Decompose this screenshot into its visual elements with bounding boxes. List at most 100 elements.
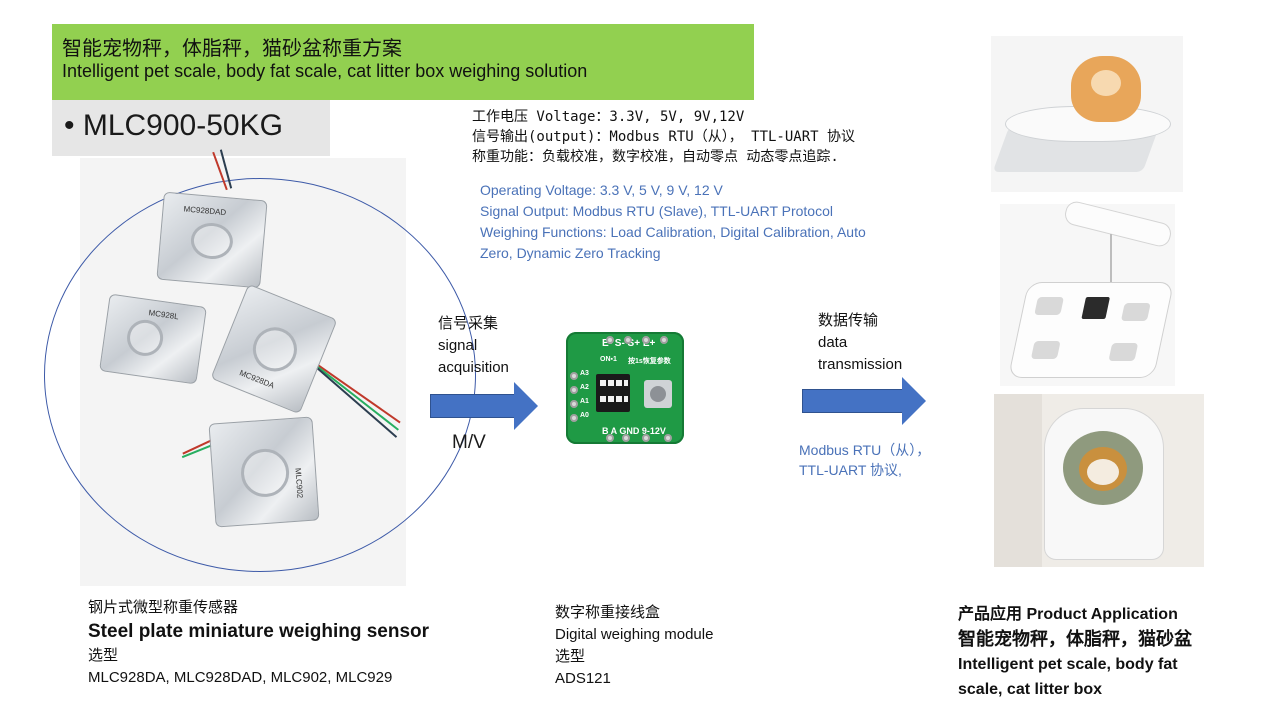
spec-function-en-cont: Zero, Dynamic Zero Tracking (480, 245, 661, 261)
body-fat-electrode (1120, 303, 1151, 321)
pcb-pad (624, 336, 632, 344)
title-banner: 智能宠物秤，体脂秤，猫砂盆称重方案 Intelligent pet scale,… (52, 24, 754, 100)
transmission-cn: 数据传输 (818, 312, 879, 329)
pcb-on-label: ON▪1 (600, 356, 617, 363)
body-fat-electrode (1034, 297, 1065, 315)
body-fat-electrode (1030, 341, 1061, 359)
sensor-caption-select: 选型 (88, 647, 119, 664)
arrow-body (430, 394, 516, 418)
module-caption-en: Digital weighing module (555, 626, 714, 643)
model-box: • MLC900-50KG (52, 100, 330, 156)
spec-output-en: Signal Output: Modbus RTU (Slave), TTL-U… (480, 203, 833, 219)
pcb-board: E- S- S+ E+ ON▪1 按1s恢复参数 A3 A2 A1 A0 B A (566, 332, 684, 444)
sensor-plate-label: MC928DAD (183, 204, 227, 218)
pcb-pad (642, 336, 650, 344)
dip-key (600, 380, 606, 386)
arrow-body (802, 389, 904, 413)
application-cn: 智能宠物秤，体脂秤，猫砂盆 (958, 629, 1192, 649)
dip-key (616, 380, 622, 386)
application-en-2: scale, cat litter box (958, 681, 1103, 698)
acquisition-cn: 信号采集 (438, 315, 499, 332)
pet-scale-image (991, 36, 1183, 192)
cat-face (1087, 459, 1119, 485)
sensor-plate-load-ring (189, 221, 235, 261)
transmission-en-2: transmission (818, 356, 903, 373)
body-fat-handle (1062, 199, 1174, 249)
specs-chinese: 工作电压 Voltage：3.3V, 5V, 9V,12V 信号输出(outpu… (472, 107, 855, 167)
pcb-reset-button (644, 380, 672, 408)
body-fat-platform (1007, 282, 1175, 378)
pcb-pad (570, 386, 578, 394)
module-caption-model: ADS121 (555, 670, 611, 687)
modbus-line-1: Modbus RTU（从）， (799, 442, 931, 458)
dog-face (1091, 70, 1121, 96)
dip-key (624, 380, 628, 386)
pcb-pad (622, 434, 630, 442)
spec-voltage-cn: 工作电压 Voltage：3.3V, 5V, 9V,12V (472, 109, 745, 125)
dip-key (616, 396, 622, 402)
application-en-1: Intelligent pet scale, body fat (958, 656, 1178, 673)
mv-label: M/V (452, 432, 486, 453)
body-fat-display (1081, 297, 1111, 319)
flow-arrow-acquisition (430, 382, 538, 430)
dip-key (624, 396, 628, 402)
acquisition-en-1: signal (438, 337, 478, 354)
sensor-caption-models: MLC928DA, MLC928DAD, MLC902, MLC929 (88, 669, 393, 686)
pcb-reset-label: 按1s恢复参数 (628, 358, 671, 365)
pcb-pad (570, 400, 578, 408)
dip-key (600, 396, 606, 402)
acquisition-en-2: acquisition (438, 359, 509, 376)
sensor-plate: MLC902 (208, 416, 320, 528)
sensor-plate-load-ring (246, 320, 304, 379)
pcb-pad (642, 434, 650, 442)
application-caption: 产品应用 Product Application 智能宠物秤，体脂秤，猫砂盆 I… (958, 602, 1258, 702)
pcb-side-label: A2 (580, 384, 589, 391)
body-fat-cable (1110, 234, 1112, 290)
spec-function-en: Weighing Functions: Load Calibration, Di… (480, 224, 866, 240)
pcb-bottom-terminals: B A GND 9-12V (602, 426, 666, 436)
sensor-plate-label: MC928L (148, 308, 180, 322)
body-fat-electrode (1108, 343, 1139, 361)
pcb-pad (606, 434, 614, 442)
sensor-caption-en: Steel plate miniature weighing sensor (88, 621, 430, 642)
sensor-caption-cn: 钢片式微型称重传感器 (88, 599, 239, 616)
sensor-plate-label: MLC902 (293, 467, 305, 499)
spec-function-cn: 称重功能：负载校准，数字校准，自动零点 动态零点追踪. (472, 149, 839, 165)
sensor-highlight-circle (44, 178, 476, 572)
pcb-pad (570, 414, 578, 422)
flow-arrow-transmission (802, 377, 926, 425)
flow-transmission-label: 数据传输 data transmission (818, 310, 902, 376)
body-fat-scale-image (1000, 199, 1175, 386)
flow-acquisition-label: 信号采集 signal acquisition (438, 313, 509, 379)
spec-voltage-en: Operating Voltage: 3.3 V, 5 V, 9 V, 12 V (480, 182, 723, 198)
litter-box-body (1044, 408, 1164, 560)
sensor-plate-load-ring (239, 447, 291, 499)
module-caption-select: 选型 (555, 648, 586, 665)
dip-key (608, 396, 614, 402)
pcb-reset-button-cap (650, 386, 666, 402)
pcb-pad (664, 434, 672, 442)
application-title: 产品应用 Product Application (958, 606, 1178, 623)
title-english: Intelligent pet scale, body fat scale, c… (62, 61, 588, 81)
model-label: • MLC900-50KG (64, 109, 283, 142)
sensor-plate-load-ring (124, 317, 166, 359)
sensor-plate-label: MC928DA (238, 368, 276, 391)
arrow-head (902, 377, 926, 425)
sensor-caption: 钢片式微型称重传感器 Steel plate miniature weighin… (88, 597, 429, 689)
sensor-plate: MC928DAD (156, 191, 268, 289)
dip-key (608, 380, 614, 386)
transmission-en-1: data (818, 334, 848, 351)
pcb-module-image: E- S- S+ E+ ON▪1 按1s恢复参数 A3 A2 A1 A0 B A (560, 322, 686, 454)
cat-litter-box-image (994, 394, 1204, 567)
sensor-plate: MC928L (99, 293, 207, 385)
module-caption: 数字称重接线盒 Digital weighing module 选型 ADS12… (555, 602, 713, 690)
pcb-side-label: A0 (580, 412, 589, 419)
title-chinese: 智能宠物秤，体脂秤，猫砂盆称重方案 (62, 36, 402, 60)
pcb-pad (606, 336, 614, 344)
pcb-side-label: A1 (580, 398, 589, 405)
pcb-dip-switch (596, 374, 630, 412)
pcb-side-label: A3 (580, 370, 589, 377)
module-caption-cn: 数字称重接线盒 (555, 604, 661, 621)
specs-english: Operating Voltage: 3.3 V, 5 V, 9 V, 12 V… (480, 180, 950, 264)
spec-output-cn: 信号输出(output)：Modbus RTU（从）， TTL-UART 协议 (472, 129, 856, 145)
